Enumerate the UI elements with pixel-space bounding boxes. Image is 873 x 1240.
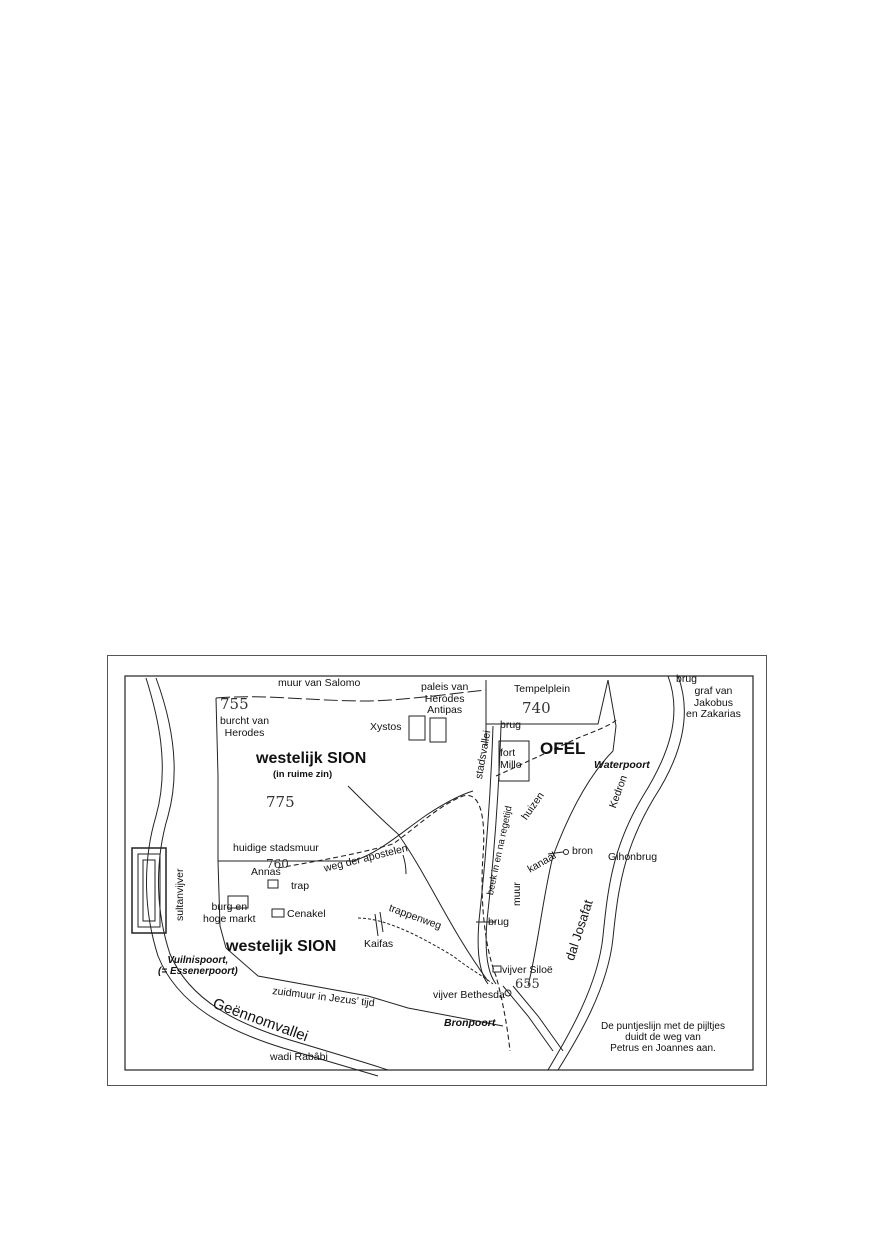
solomon-wall [215, 689, 487, 702]
label-xystos: Xystos [370, 721, 402, 733]
apostles-route [277, 794, 511, 1052]
map-frame: muur van Salomo paleis van Herodes Antip… [107, 655, 767, 1086]
sultan-pool [131, 847, 167, 934]
label-solomon-wall: muur van Salomo [278, 677, 361, 689]
label-bethesda-pool: vijver Bethesda [433, 989, 505, 1001]
label-dung-gate: Vuilnispoort, (= Essenerpoort) [158, 955, 238, 977]
label-ofel: OFEL [540, 739, 586, 758]
label-kaifas: Kaifas [364, 938, 394, 950]
label-water-gate: Waterpoort [594, 759, 650, 771]
elevation-655: 655 [515, 977, 540, 992]
label-castle-market: burg en hoge markt [203, 901, 256, 925]
kedron-valley [547, 675, 675, 1071]
south-wall [225, 947, 504, 1027]
label-gihon-bridge: Gihonbrug [608, 851, 658, 863]
geennom-valley [145, 677, 379, 1077]
label-fort-millo: fort Millo [500, 747, 522, 771]
label-cenakel: Cenakel [287, 908, 326, 920]
label-tomb: graf van Jakobus en Zakarias [686, 685, 741, 721]
legend-text: De puntjeslijn met de pijltjes duidt de … [601, 1021, 725, 1054]
label-wadi: wadi Rabâbi [270, 1051, 328, 1063]
label-current-wall: huidige stadsmuur [233, 842, 319, 854]
map-drawing [124, 675, 754, 1077]
label-spring: bron [572, 845, 594, 857]
label-spring-gate: Bronpoort [444, 1017, 496, 1029]
label-bridge-mid: brug [500, 719, 522, 731]
elevation-775: 775 [266, 793, 295, 811]
city-valley [477, 725, 494, 985]
label-antipas-palace: paleis van Herodes Antipas [421, 681, 469, 717]
label-broad-sense: (in ruime zin) [273, 769, 333, 780]
label-stairs: trap [291, 880, 310, 892]
label-temple-square: Tempelplein [514, 683, 571, 695]
ofel-wall [527, 750, 614, 987]
temple-area [485, 679, 609, 725]
stairway [357, 917, 494, 985]
inner-border [124, 675, 754, 1071]
label-bridge-top: brug [676, 673, 698, 685]
label-west-sion-top: westelijk SION [256, 750, 367, 767]
label-west-sion-bottom: westelijk SION [226, 938, 337, 955]
elevation-755: 755 [220, 695, 249, 713]
label-annas: Annas [251, 866, 281, 878]
label-siloam-pool: vijver Siloë [502, 964, 553, 976]
elevation-740: 740 [522, 699, 551, 717]
label-sultan-pool: sultanvijver [174, 868, 186, 921]
label-herod-castle: burcht van Herodes [220, 715, 270, 739]
current-city-wall [218, 790, 474, 862]
elevation-760: 760 [266, 857, 289, 871]
label-wall: muur [511, 882, 523, 906]
label-bridge-low: brug [488, 916, 510, 928]
